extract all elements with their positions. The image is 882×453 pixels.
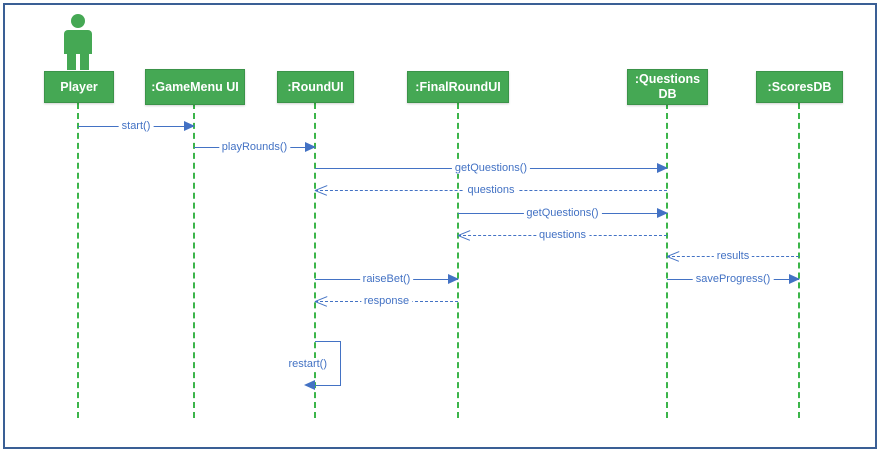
participant-label: :ScoresDB xyxy=(767,79,832,94)
arrowhead-left-icon xyxy=(304,380,315,390)
participant-label: :RoundUI xyxy=(287,79,344,94)
participant-gamemenuui[interactable]: :GameMenu UI xyxy=(145,69,245,105)
participant-label: Player xyxy=(60,79,98,94)
message-label: raiseBet() xyxy=(359,273,414,285)
message-label: playRounds() xyxy=(218,141,291,153)
participant-label: :Questions DB xyxy=(634,72,701,101)
lifeline-player xyxy=(77,103,79,418)
arrowhead-right-icon xyxy=(448,274,459,284)
participant-questionsdb[interactable]: :Questions DB xyxy=(627,69,708,105)
participant-player[interactable]: Player xyxy=(44,71,114,103)
participant-label: :FinalRoundUI xyxy=(415,79,501,94)
arrowhead-right-icon xyxy=(184,121,195,131)
arrowhead-left-icon xyxy=(667,250,679,262)
arrowhead-right-icon xyxy=(657,208,668,218)
arrowhead-right-icon xyxy=(657,163,668,173)
self-message-label: restart() xyxy=(286,357,329,370)
message-label: response xyxy=(360,295,413,307)
lifeline-gamemenuui xyxy=(193,103,195,418)
participant-roundui[interactable]: :RoundUI xyxy=(277,71,354,103)
participant-label: :GameMenu UI xyxy=(151,79,239,94)
arrowhead-left-icon xyxy=(315,295,327,307)
arrowhead-left-icon xyxy=(315,184,327,196)
message-label: saveProgress() xyxy=(692,273,774,285)
actor-head xyxy=(71,14,85,28)
arrowhead-left-icon xyxy=(458,229,470,241)
message-label: results xyxy=(713,250,753,262)
actor-body xyxy=(64,30,92,54)
participant-scoresdb[interactable]: :ScoresDB xyxy=(756,71,843,103)
arrowhead-right-icon xyxy=(305,142,316,152)
actor-leg-right xyxy=(80,52,89,70)
message-label: start() xyxy=(118,120,154,132)
message-label: getQuestions() xyxy=(523,207,602,219)
message-label: getQuestions() xyxy=(451,162,531,174)
arrowhead-right-icon xyxy=(789,274,800,284)
lifeline-finalroundui xyxy=(457,103,459,418)
lifeline-roundui xyxy=(314,103,316,418)
self-message-m11[interactable] xyxy=(304,341,341,390)
participant-finalroundui[interactable]: :FinalRoundUI xyxy=(407,71,509,103)
message-label: questions xyxy=(535,229,590,241)
actor-leg-left xyxy=(67,52,76,70)
diagram-frame xyxy=(3,3,877,449)
lifeline-scoresdb xyxy=(798,103,800,418)
message-label: questions xyxy=(464,184,518,196)
